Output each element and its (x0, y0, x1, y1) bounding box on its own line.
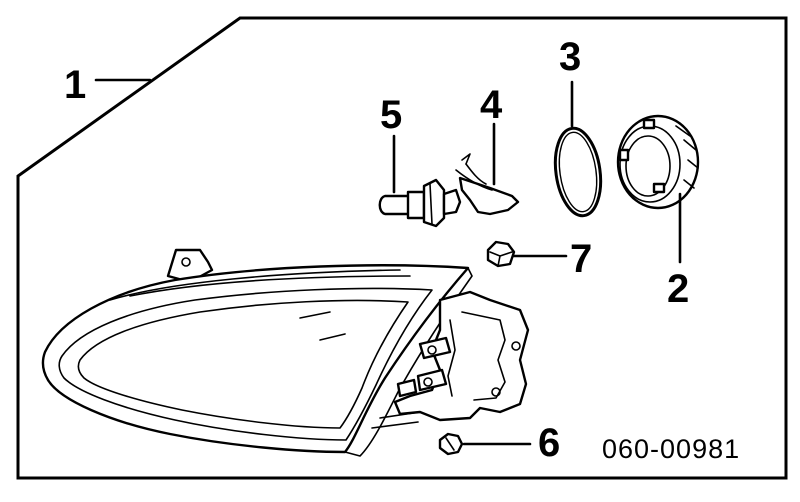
callout-7: 7 (570, 237, 592, 281)
screw (438, 432, 464, 456)
headlamp-housing (41, 248, 473, 457)
callout-1: 1 (64, 63, 86, 107)
gasket-ring (553, 126, 603, 218)
assembly-frame (16, 16, 788, 480)
bulb (378, 178, 462, 228)
nut (486, 240, 516, 268)
callout-2: 2 (667, 267, 689, 311)
bulb-retaining-clip (455, 153, 520, 216)
rear-bracket (371, 290, 530, 429)
leader-lines (94, 78, 682, 446)
callout-6: 6 (538, 421, 560, 465)
callout-4: 4 (480, 83, 503, 127)
callout-3: 3 (559, 35, 581, 79)
socket-cap (616, 114, 700, 210)
diagram-part-number: 060-00981 (602, 434, 740, 464)
callout-5: 5 (380, 93, 402, 137)
